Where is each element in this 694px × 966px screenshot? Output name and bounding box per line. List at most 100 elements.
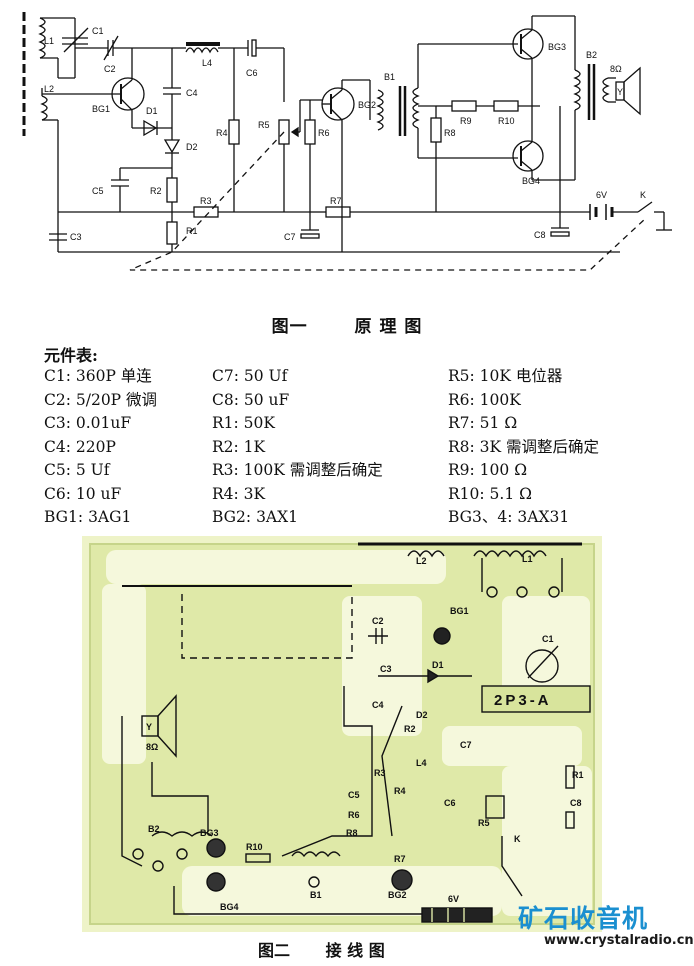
label-C6: C6 [246, 68, 258, 78]
figure1-caption-title: 原 理 图 [354, 317, 423, 337]
label-R10: R10 [498, 116, 515, 126]
board-label-B2: B2 [148, 824, 160, 834]
board-label-BG3: BG3 [200, 828, 219, 838]
label-R5: R5 [258, 120, 270, 130]
part-cell: BG3、4: 3AX31 [448, 508, 570, 526]
label-C3: C3 [70, 232, 82, 242]
board-label-C2: C2 [372, 616, 384, 626]
wiring-board: L1 L2 BG1 C1 C2 C3 D1 D2 C4 C5 C6 C7 C8 … [82, 536, 602, 932]
part-cell: R3: 100K 需调整后确定 [212, 461, 383, 479]
board-label-R1: R1 [572, 770, 584, 780]
figure1-caption: 图一 原 理 图 [0, 312, 694, 337]
label-B2: B2 [586, 50, 597, 60]
part-cell: R4: 3K [212, 484, 266, 503]
board-label-C8: C8 [570, 798, 582, 808]
label-C1: C1 [92, 26, 104, 36]
part-cell: C1: 360P 单连 [44, 367, 152, 385]
board-label-R10: R10 [246, 842, 263, 852]
part-cell: C6: 10 uF [44, 484, 122, 503]
label-BG3: BG3 [548, 42, 566, 52]
board-label-C7: C7 [460, 740, 472, 750]
label-R9: R9 [460, 116, 472, 126]
part-cell: R2: 1K [212, 437, 266, 456]
board-label-R4: R4 [394, 786, 406, 796]
board-label-L2: L2 [416, 556, 427, 566]
label-R3: R3 [200, 196, 212, 206]
parts-row: C6: 10 uF R4: 3K R10: 5.1 Ω [44, 483, 684, 507]
board-label-D2: D2 [416, 710, 428, 720]
part-cell: R8: 3K 需调整后确定 [448, 437, 600, 456]
part-cell: R7: 51 Ω [448, 414, 518, 432]
watermark-url: www.crystalradio.cn [544, 933, 694, 948]
part-cell: R6: 100K [448, 390, 521, 409]
board-label-BG1: BG1 [450, 606, 469, 616]
part-cell: R5: 10K 电位器 [448, 367, 563, 385]
parts-row: C2: 5/20P 微调 C8: 50 uF R6: 100K [44, 389, 684, 413]
label-C2: C2 [104, 64, 116, 74]
board-label-R3: R3 [374, 768, 386, 778]
label-C7: C7 [284, 232, 296, 242]
label-R2: R2 [150, 186, 162, 196]
label-K: K [640, 190, 646, 200]
board-label-R8: R8 [346, 828, 358, 838]
board-label-L4: L4 [416, 758, 427, 768]
label-battery: 6V [596, 190, 607, 200]
board-label-Y: Y [146, 722, 152, 732]
board-label-R6: R6 [348, 810, 360, 820]
label-L4: L4 [202, 58, 212, 68]
part-cell: C5: 5 Uf [44, 461, 110, 479]
part-cell: C2: 5/20P 微调 [44, 390, 158, 409]
label-D1: D1 [146, 106, 158, 116]
parts-row: C4: 220P R2: 1K R8: 3K 需调整后确定 [44, 436, 684, 460]
label-R7: R7 [330, 196, 342, 206]
figure2-caption-title: 接 线 图 [325, 941, 385, 960]
watermark-title: 矿石收音机 [518, 904, 649, 933]
label-C5: C5 [92, 186, 104, 196]
part-cell: R10: 5.1 Ω [448, 484, 532, 503]
board-label-B1: B1 [310, 890, 322, 900]
label-R1: R1 [186, 226, 198, 236]
parts-row: C3: 0.01uF R1: 50K R7: 51 Ω [44, 412, 684, 436]
part-cell: BG1: 3AG1 [44, 508, 132, 526]
label-R4: R4 [216, 128, 228, 138]
label-Y: Y [617, 87, 623, 97]
label-C8: C8 [534, 230, 546, 240]
part-cell: C8: 50 uF [212, 390, 290, 409]
board-model-label: 2P3-A [494, 692, 552, 709]
parts-list-title: 元件表: [44, 346, 98, 365]
label-D2: D2 [186, 142, 198, 152]
board-label-BG4: BG4 [220, 902, 239, 912]
label-B1: B1 [384, 72, 395, 82]
parts-list: C1: 360P 单连 C7: 50 Uf R5: 10K 电位器 C2: 5/… [44, 365, 684, 530]
label-C4: C4 [186, 88, 198, 98]
board-label-R2: R2 [404, 724, 416, 734]
parts-row: C5: 5 Uf R3: 100K 需调整后确定 R9: 100 Ω [44, 459, 684, 483]
board-label-C1: C1 [542, 634, 554, 644]
part-cell: R1: 50K [212, 414, 275, 432]
board-label-L1: L1 [522, 554, 533, 564]
label-BG2: BG2 [358, 100, 376, 110]
board-label-C5: C5 [348, 790, 360, 800]
label-L1: L1 [44, 36, 54, 46]
part-cell: C4: 220P [44, 437, 116, 456]
board-label-R5: R5 [478, 818, 490, 828]
label-BG1: BG1 [92, 104, 110, 114]
label-speaker: 8Ω [610, 64, 622, 74]
label-R8: R8 [444, 128, 456, 138]
board-label-K: K [514, 834, 521, 844]
figure1-caption-number: 图一 [271, 317, 308, 337]
part-cell: R9: 100 Ω [448, 461, 528, 479]
label-L2: L2 [44, 84, 54, 94]
part-cell: BG2: 3AX1 [212, 508, 299, 526]
label-BG4: BG4 [522, 176, 540, 186]
figure2-caption: 图二 接 线 图 [258, 937, 385, 961]
board-label-speaker: 8Ω [146, 742, 158, 752]
board-label-battery: 6V [448, 894, 459, 904]
board-label-D1: D1 [432, 660, 444, 670]
part-cell: C3: 0.01uF [44, 414, 132, 432]
parts-row: BG1: 3AG1 BG2: 3AX1 BG3、4: 3AX31 [44, 506, 684, 530]
schematic-diagram: L1 C1 C2 L2 BG1 D1 C4 D2 C5 R2 R1 C3 R3 … [22, 12, 672, 271]
label-R6: R6 [318, 128, 330, 138]
board-label-BG2: BG2 [388, 890, 407, 900]
board-label-R7: R7 [394, 854, 406, 864]
